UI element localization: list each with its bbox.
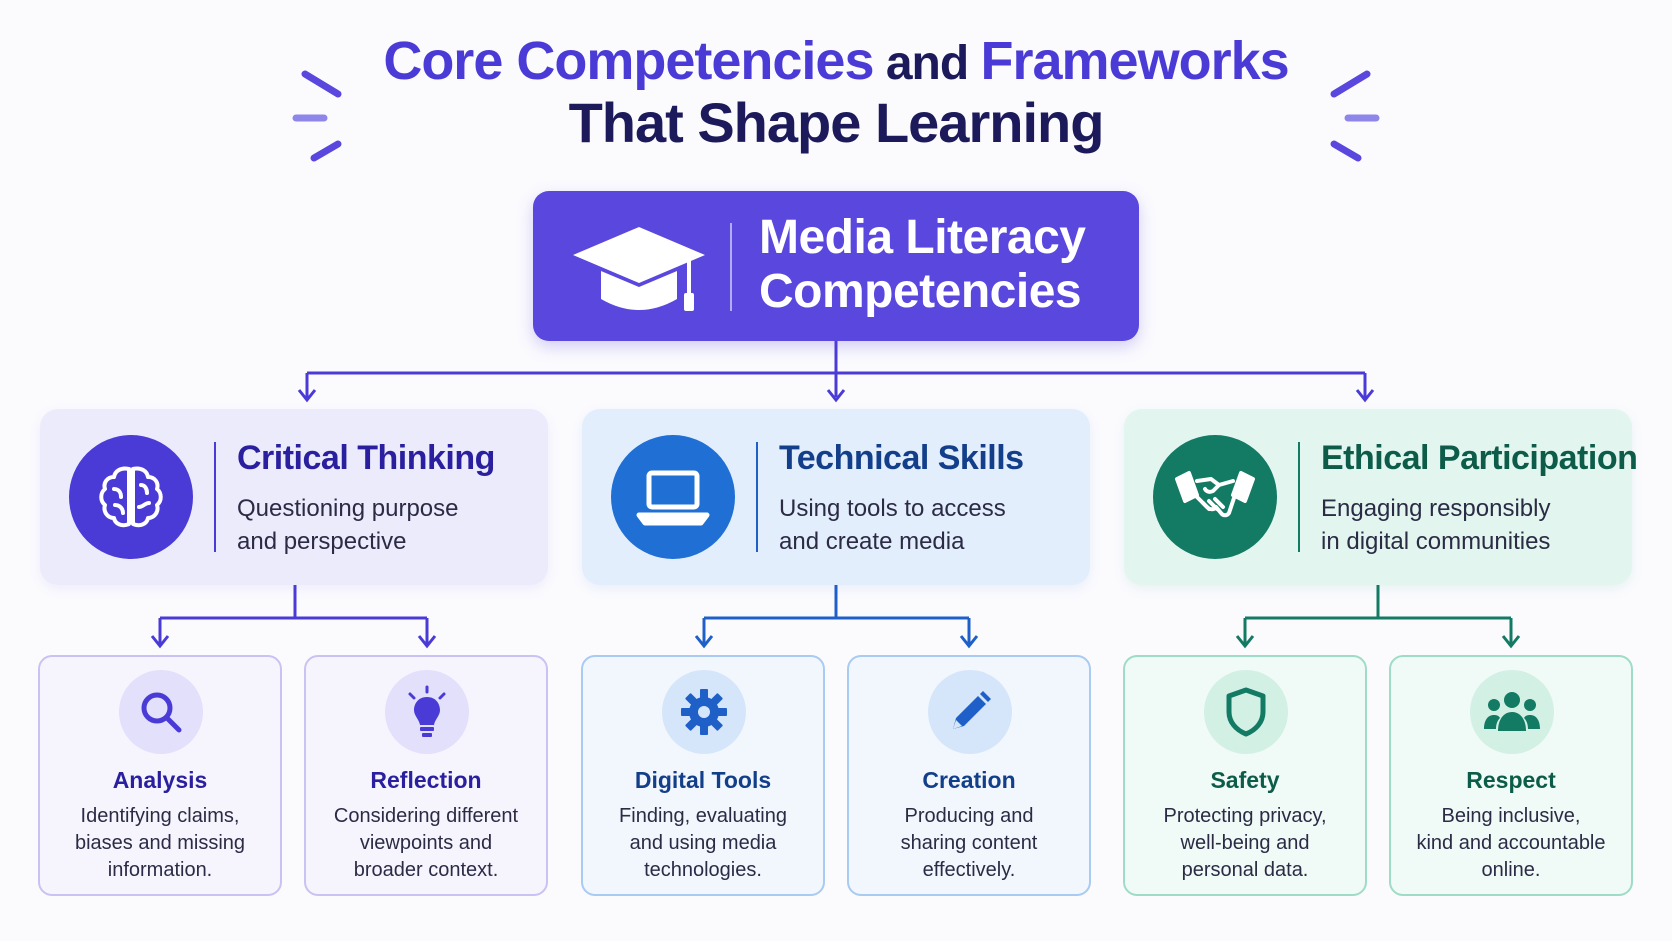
category-desc-line1: Engaging responsibly (1321, 495, 1551, 522)
magnifier-icon (141, 692, 182, 733)
category-technical-skills: Technical Skills Using tools to access a… (582, 409, 1090, 585)
leaf-description: Finding, evaluating and using media tech… (595, 803, 811, 884)
leaf-desc-line: effectively. (922, 859, 1016, 881)
leaf-title: Safety (1210, 767, 1280, 793)
category-icon-circle (611, 435, 735, 559)
leaf-icon-circle (662, 670, 746, 754)
root-divider (730, 223, 732, 311)
leaf-title: Analysis (112, 767, 208, 793)
leaf-creation: Creation Producing and sharing content e… (847, 655, 1091, 896)
category-ethical-participation: Ethical Participation Engaging responsib… (1124, 409, 1638, 585)
leaf-title: Respect (1466, 767, 1556, 793)
leaf-desc-line: Considering different (333, 805, 519, 827)
title-accent-2: Frameworks (980, 31, 1290, 91)
root-label-line1: Media Literacy (759, 211, 1086, 264)
category-desc-line1: Questioning purpose (237, 495, 459, 522)
category-icon-circle (1153, 435, 1277, 559)
leaf-title: Digital Tools (634, 767, 772, 793)
category-desc-line2: and create media (779, 528, 965, 555)
leaf-desc-line: well-being and (1180, 832, 1310, 854)
leaf-title: Reflection (370, 767, 482, 793)
category-desc-line2: and perspective (237, 528, 407, 555)
shield-icon (1226, 687, 1266, 737)
leaf-analysis: Analysis Identifying claims, biases and … (38, 655, 282, 896)
leaf-desc-line: kind and accountable (1416, 832, 1606, 854)
people-icon (1484, 692, 1540, 731)
title-connector: and (873, 37, 981, 90)
leaf-desc-line: broader context. (353, 859, 499, 881)
leaf-desc-line: biases and missing (74, 832, 246, 854)
leaf-desc-line: and using media (629, 832, 777, 854)
leaf-desc-line: technologies. (644, 859, 762, 881)
media-literacy-root-box: Media Literacy Competencies (533, 191, 1139, 341)
gear-icon (681, 689, 727, 735)
leaf-desc-line: viewpoints and (359, 832, 493, 854)
leaf-description: Identifying claims, biases and missing i… (52, 803, 268, 884)
leaf-icon-circle (385, 670, 469, 754)
leaf-desc-line: Protecting privacy, (1163, 805, 1327, 827)
leaf-title: Creation (922, 767, 1016, 793)
decorative-dashes-right (1330, 70, 1380, 162)
category-description: Engaging responsibly in digital communit… (1321, 492, 1621, 558)
decorative-dashes-left (292, 70, 342, 162)
leaf-icon-circle (119, 670, 203, 754)
category-description: Using tools to access and create media (779, 492, 1079, 558)
leaf-desc-line: sharing content (900, 832, 1038, 854)
category-icon-circle (69, 435, 193, 559)
pencil-icon (953, 691, 991, 729)
leaf-desc-line: information. (107, 859, 213, 881)
leaf-description: Protecting privacy, well-being and perso… (1137, 803, 1353, 884)
category-critical-thinking: Critical Thinking Questioning purpose an… (40, 409, 548, 585)
graduation-cap-icon (573, 227, 705, 311)
leaf-icon-circle (1204, 670, 1288, 754)
leaf-desc-line: Finding, evaluating (619, 805, 787, 827)
leaf-icon-circle (1470, 670, 1554, 754)
category-divider (756, 442, 758, 552)
category-desc-line1: Using tools to access (779, 495, 1006, 522)
brain-icon (99, 466, 163, 528)
root-label: Media Literacy Competencies (759, 211, 1129, 319)
laptop-icon (636, 470, 710, 526)
lightbulb-icon (408, 685, 446, 737)
root-label-line2: Competencies (759, 265, 1082, 318)
leaf-safety: Safety Protecting privacy, well-being an… (1123, 655, 1367, 896)
title-accent-1: Core Competencies (383, 31, 874, 91)
leaf-digital-tools: Digital Tools Finding, evaluating and us… (581, 655, 825, 896)
leaf-description: Producing and sharing content effectivel… (861, 803, 1077, 884)
leaf-description: Considering different viewpoints and bro… (318, 803, 534, 884)
leaf-reflection: Reflection Considering different viewpoi… (304, 655, 548, 896)
leaf-desc-line: Identifying claims, (80, 805, 240, 827)
leaf-icon-circle (928, 670, 1012, 754)
handshake-icon (1175, 471, 1255, 518)
category-description: Questioning purpose and perspective (237, 492, 537, 558)
leaf-desc-line: online. (1481, 859, 1541, 881)
category-divider (214, 442, 216, 552)
page-title: Core Competencies and Frameworks (0, 30, 1672, 95)
category-title: Technical Skills (779, 439, 1024, 477)
leaf-desc-line: Producing and (904, 805, 1034, 827)
category-title: Critical Thinking (237, 439, 495, 477)
category-title: Ethical Participation (1321, 439, 1638, 477)
page-subtitle: That Shape Learning (568, 91, 1105, 154)
leaf-respect: Respect Being inclusive, kind and accoun… (1389, 655, 1633, 896)
leaf-desc-line: Being inclusive, (1441, 805, 1581, 827)
leaf-desc-line: personal data. (1181, 859, 1309, 881)
category-desc-line2: in digital communities (1321, 528, 1551, 555)
category-divider (1298, 442, 1300, 552)
leaf-description: Being inclusive, kind and accountable on… (1403, 803, 1619, 884)
